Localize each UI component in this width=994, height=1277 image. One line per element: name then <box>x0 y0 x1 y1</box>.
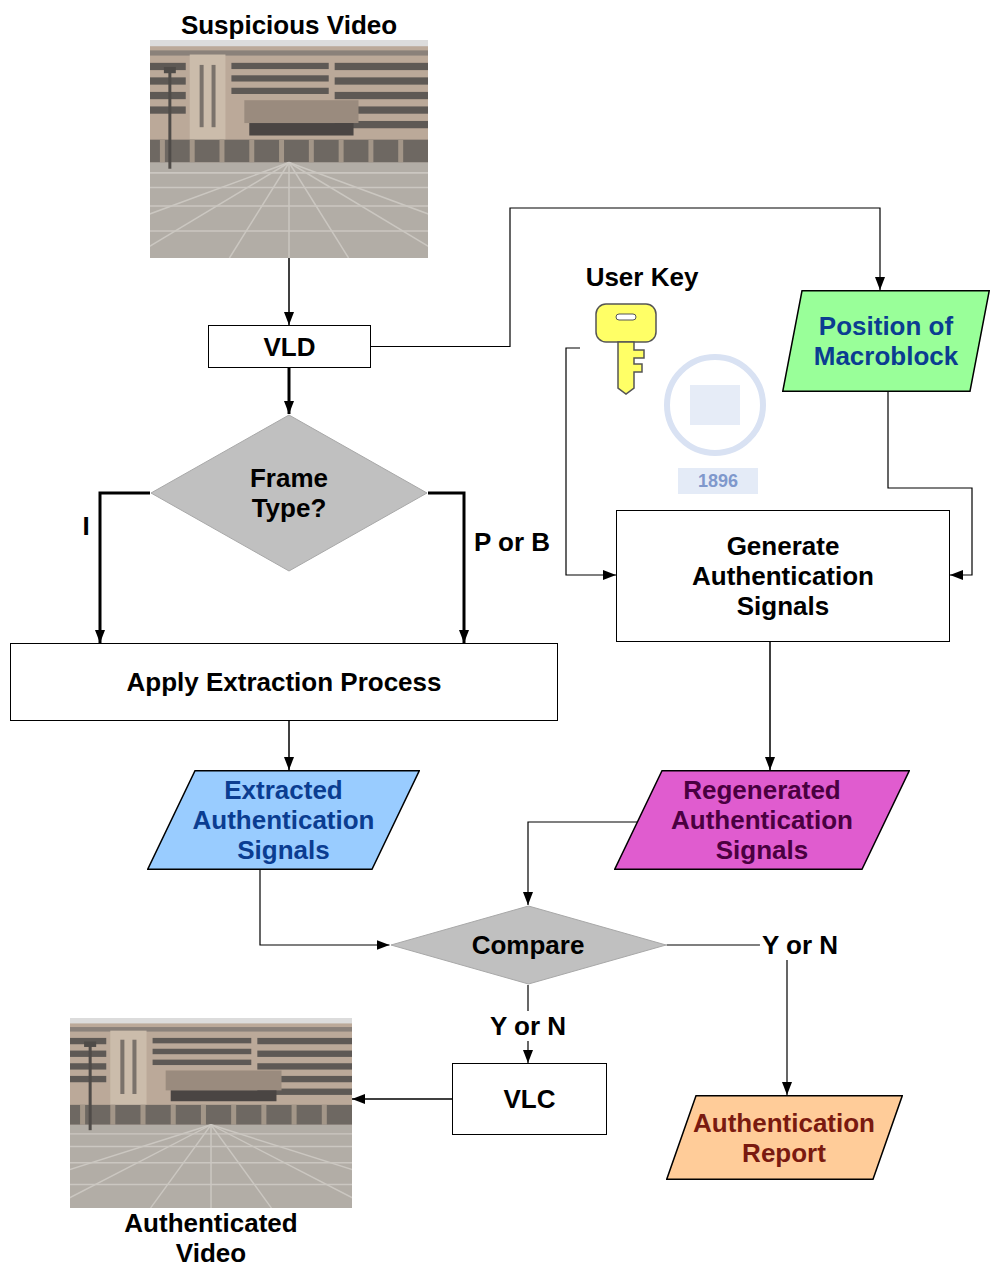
process-box: Generate Authentication Signals <box>616 510 950 642</box>
text-holder: Extracted Authentication Signals <box>147 770 420 870</box>
edge-label: Y or N <box>488 1011 568 1041</box>
text-holder: VLC <box>453 1064 606 1134</box>
text-holder: Frame Type? <box>150 414 428 572</box>
edge-label: Y or N <box>760 930 840 960</box>
node-label: VLC <box>504 1084 556 1114</box>
video-frame-picture <box>150 40 428 258</box>
decision-diamond: Compare <box>390 905 667 985</box>
flow-arrow <box>288 368 291 414</box>
flow-arrow <box>769 642 771 770</box>
process-box: VLD <box>208 325 371 368</box>
text-holder: Generate Authentication Signals <box>617 511 949 641</box>
flow-arrow <box>667 945 788 1095</box>
video-frame-picture <box>70 1018 352 1208</box>
node-label: Generate Authentication Signals <box>668 531 898 621</box>
process-box: VLC <box>452 1063 607 1135</box>
picture-area <box>580 292 704 396</box>
key-icon <box>592 300 662 396</box>
node-label: Compare <box>472 930 585 960</box>
data-parallelogram: Authentication Report <box>666 1095 903 1180</box>
node-label: User Key <box>580 262 704 292</box>
decision-diamond: Frame Type? <box>150 414 428 572</box>
node-label: Position of Macroblock <box>804 311 969 371</box>
picture-area <box>70 1018 352 1208</box>
edge-label: I <box>80 511 91 541</box>
text-holder: Regenerated Authentication Signals <box>614 770 910 870</box>
data-parallelogram: Position of Macroblock <box>782 290 990 392</box>
heading-holder: User Key <box>580 262 704 292</box>
data-parallelogram: Extracted Authentication Signals <box>147 770 420 870</box>
flow-arrow <box>428 493 464 643</box>
text-holder: Authentication Report <box>666 1095 903 1180</box>
text-holder: Position of Macroblock <box>782 290 990 392</box>
video-frame: Suspicious Video <box>150 10 428 258</box>
flow-arrow <box>260 870 390 945</box>
process-box: Apply Extraction Process <box>10 643 558 721</box>
key-node: User Key <box>580 262 704 396</box>
node-label: Extracted Authentication Signals <box>184 775 384 865</box>
heading-holder: Suspicious Video <box>150 10 428 40</box>
text-holder: Apply Extraction Process <box>11 644 557 720</box>
picture-area <box>150 40 428 258</box>
watermark-text: 1896 <box>698 470 738 492</box>
node-label: Authenticated Video <box>111 1208 311 1268</box>
text-holder: VLD <box>209 326 370 367</box>
flow-arrow <box>288 721 290 770</box>
node-label: Apply Extraction Process <box>127 667 442 697</box>
text-holder: Compare <box>390 905 667 985</box>
video-frame: Authenticated Video <box>70 1018 352 1268</box>
node-label: VLD <box>264 332 316 362</box>
node-label: Regenerated Authentication Signals <box>662 775 862 865</box>
heading-holder: Authenticated Video <box>70 1208 352 1268</box>
node-label: Suspicious Video <box>150 10 428 40</box>
node-label: Frame Type? <box>229 463 349 523</box>
data-parallelogram: Regenerated Authentication Signals <box>614 770 910 870</box>
node-label: Authentication Report <box>689 1108 879 1168</box>
flow-arrow <box>566 348 616 575</box>
flow-arrow <box>100 493 150 643</box>
edge-label: P or B <box>472 527 552 557</box>
flow-arrow <box>352 1098 452 1100</box>
flow-arrow <box>288 258 290 325</box>
